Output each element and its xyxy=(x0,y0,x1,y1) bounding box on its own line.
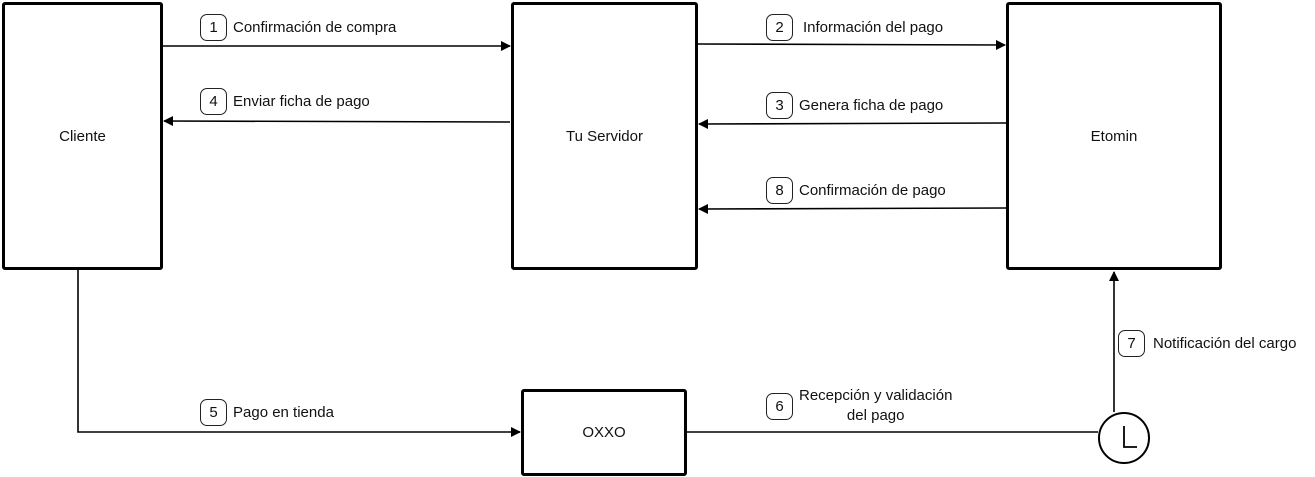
arrow-servidor-to-cliente xyxy=(163,116,511,127)
clock-icon xyxy=(1098,412,1150,464)
step-4-number: 4 xyxy=(200,88,227,115)
actor-etomin-label: Etomin xyxy=(1090,127,1138,145)
arrow-etomin-to-servidor-ficha xyxy=(698,118,1007,129)
step-3-label: Genera ficha de pago xyxy=(799,96,944,114)
step-2-label: Información del pago xyxy=(803,18,944,36)
step-4-label: Enviar ficha de pago xyxy=(233,92,370,110)
step-6-number: 6 xyxy=(766,392,793,420)
step-3-number: 3 xyxy=(766,92,793,119)
step-7-label: Notificación del cargo xyxy=(1153,334,1297,352)
step-5: 5 Pago en tienda xyxy=(200,399,334,426)
step-6-label-line2: del pago xyxy=(846,407,905,424)
step-6-label: Recepción y validación del pago xyxy=(799,386,952,426)
arrow-cliente-to-oxxo xyxy=(77,270,521,437)
step-5-label: Pago en tienda xyxy=(233,403,334,421)
step-6: 6 Recepción y validación del pago xyxy=(766,386,952,426)
actor-oxxo-label: OXXO xyxy=(582,424,626,441)
actor-cliente: Cliente xyxy=(2,2,163,270)
step-8: 8 Confirmación de pago xyxy=(766,177,946,204)
step-5-number: 5 xyxy=(200,399,227,426)
actor-oxxo: OXXO xyxy=(521,389,687,476)
step-1: 1 Confirmación de compra xyxy=(200,14,396,41)
step-3: 3 Genera ficha de pago xyxy=(766,92,943,119)
step-8-number: 8 xyxy=(766,177,793,204)
step-7: 7 Notificación del cargo xyxy=(1118,330,1296,357)
step-1-label: Confirmación de compra xyxy=(233,18,397,36)
arrow-etomin-to-servidor-confirm xyxy=(698,203,1007,214)
step-6-label-line1: Recepción y validación xyxy=(799,387,953,404)
step-8-label: Confirmación de pago xyxy=(799,181,946,199)
actor-servidor-label: Tu Servidor xyxy=(566,127,643,145)
step-2: 2 Información del pago xyxy=(766,14,943,41)
actor-etomin: Etomin xyxy=(1006,2,1222,270)
actor-servidor: Tu Servidor xyxy=(511,2,698,270)
step-7-number: 7 xyxy=(1118,330,1145,357)
actor-cliente-label: Cliente xyxy=(59,127,106,145)
step-4: 4 Enviar ficha de pago xyxy=(200,88,370,115)
step-2-number: 2 xyxy=(766,14,793,41)
step-1-number: 1 xyxy=(200,14,227,41)
arrow-servidor-to-etomin xyxy=(697,39,1006,50)
